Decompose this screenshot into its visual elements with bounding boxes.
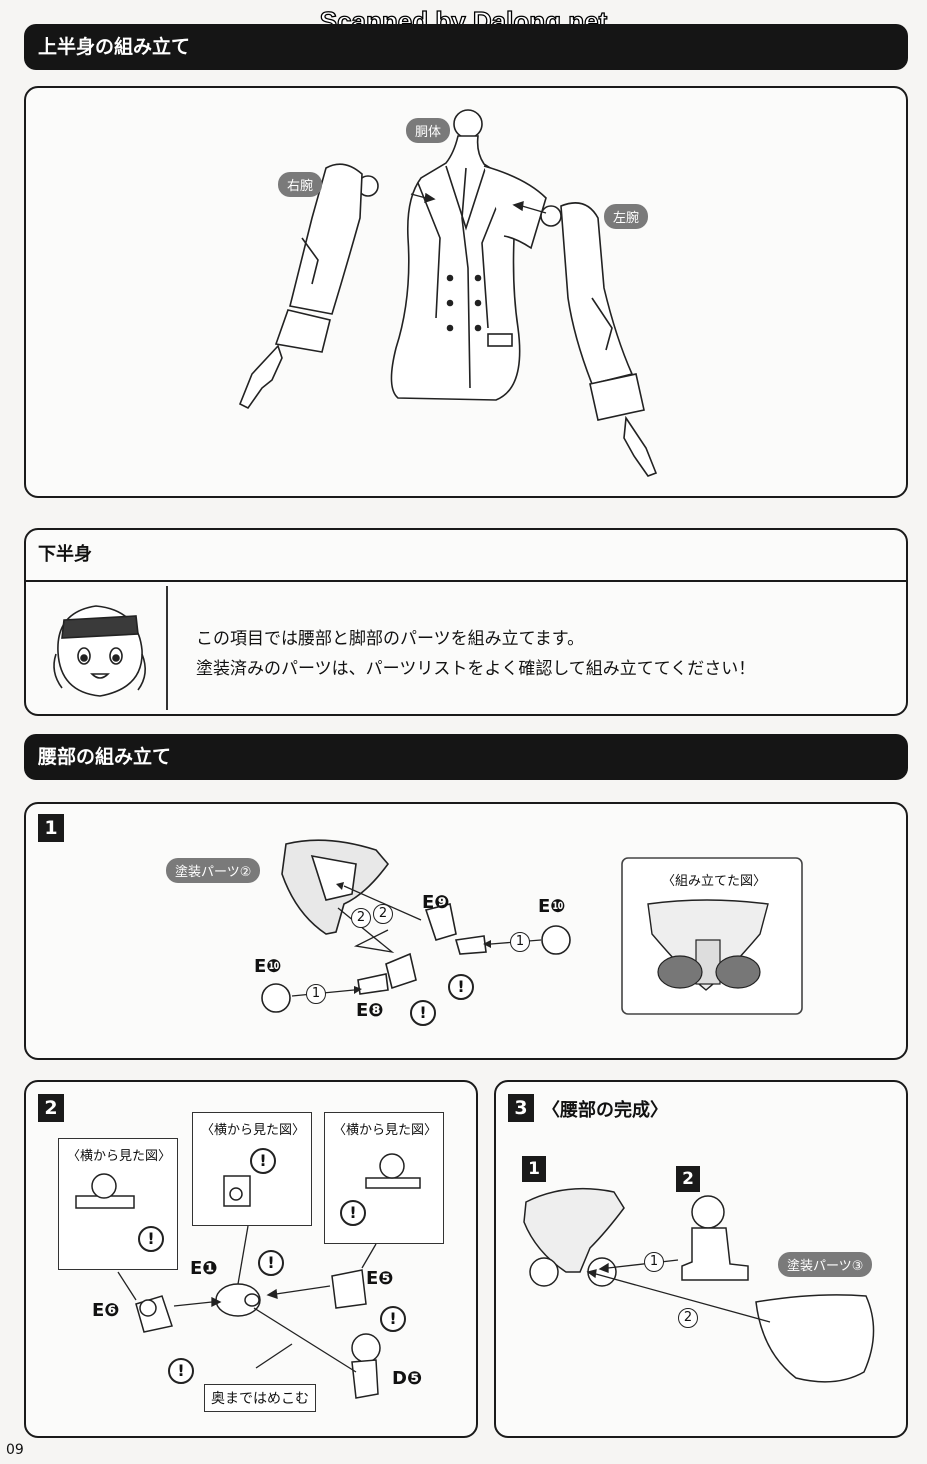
divider	[166, 586, 168, 710]
divider	[26, 580, 906, 582]
step-mark: 2	[373, 904, 393, 924]
step-mark: 2	[678, 1308, 698, 1328]
warning-icon: !	[340, 1200, 366, 1226]
tag-torso: 胴体	[406, 118, 451, 143]
assembled-view-box	[621, 857, 803, 1015]
lower-body-note-panel: 下半身 この項目では腰部と脚部のパーツを組み立てます。 塗装済みのパーツは、パー…	[24, 528, 908, 716]
warning-icon: !	[380, 1306, 406, 1332]
warning-icon: !	[138, 1226, 164, 1252]
upper-body-illustration	[238, 109, 658, 477]
left-arm-illustration	[540, 202, 658, 477]
warning-icon: !	[168, 1358, 194, 1384]
side-view-caption: 〈横から見た図〉	[67, 1149, 172, 1164]
step-mark: 1	[510, 932, 530, 952]
side-view-caption: 〈横から見た図〉	[201, 1123, 306, 1138]
lower-body-text-line-1: この項目では腰部と脚部のパーツを組み立てます。	[196, 629, 585, 649]
warning-icon: !	[250, 1148, 276, 1174]
section-header-waist: 腰部の組み立て	[24, 734, 908, 780]
assembled-view-caption: 〈組み立てた図〉	[662, 874, 767, 889]
section-title: 腰部の組み立て	[38, 746, 172, 768]
step-number: 1	[38, 814, 64, 842]
part-label-e10: E❿	[538, 896, 566, 917]
painted-part-tag: 塗装パーツ③	[778, 1252, 873, 1277]
section-title: 上半身の組み立て	[38, 36, 191, 58]
painted-part-tag: 塗装パーツ②	[166, 858, 261, 883]
section-header-upper-body: 上半身の組み立て	[24, 24, 908, 70]
warning-icon: !	[410, 1000, 436, 1026]
step-number: 2	[38, 1094, 64, 1122]
step2-illustration	[75, 1153, 421, 1399]
right-arm-illustration	[238, 163, 379, 410]
push-note: 奥まではめこむ	[204, 1384, 316, 1412]
step-mark: 2	[351, 908, 371, 928]
lower-body-title: 下半身	[38, 544, 92, 565]
side-view-box: 〈横から見た図〉	[192, 1112, 312, 1226]
warning-icon: !	[448, 974, 474, 1000]
part-label-e5: E❺	[366, 1268, 394, 1289]
upper-body-panel: 胴体 右腕 左腕	[24, 86, 908, 498]
step-mark: 1	[306, 984, 326, 1004]
step1-panel: 1 塗装パーツ②	[24, 802, 908, 1060]
step3-panel: 3 〈腰部の完成〉 1 2 塗装パーツ③ 1 2	[494, 1080, 908, 1438]
side-view-caption: 〈横から見た図〉	[333, 1123, 438, 1138]
part-label-d5: D❺	[392, 1368, 423, 1389]
lower-body-text-line-2: 塗装済みのパーツは、パーツリストをよく確認して組み立ててください！	[196, 659, 756, 679]
part-label-e9: E❾	[422, 892, 450, 913]
character-face-icon	[53, 605, 146, 697]
tag-right-arm: 右腕	[278, 172, 323, 197]
step3-illustration	[523, 1187, 875, 1383]
part-label-e6: E❻	[92, 1300, 120, 1321]
torso-illustration	[390, 109, 547, 401]
step1-illustration	[261, 839, 803, 1015]
step3-title: 〈腰部の完成〉	[542, 1100, 668, 1121]
page-number: 09	[6, 1442, 24, 1458]
part-label-e1: E❶	[190, 1258, 218, 1279]
step-number: 3	[508, 1094, 534, 1122]
part-label-e8: E❽	[356, 1000, 384, 1021]
part-label-e10: E❿	[254, 956, 282, 977]
warning-icon: !	[258, 1250, 284, 1276]
tag-left-arm: 左腕	[604, 204, 649, 229]
sub-step-number: 1	[522, 1156, 546, 1182]
step-mark: 1	[644, 1252, 664, 1272]
step2-panel: 2 〈横から見た図〉 〈横から見た図〉 〈横から見た図〉	[24, 1080, 478, 1438]
sub-step-number: 2	[676, 1166, 700, 1192]
